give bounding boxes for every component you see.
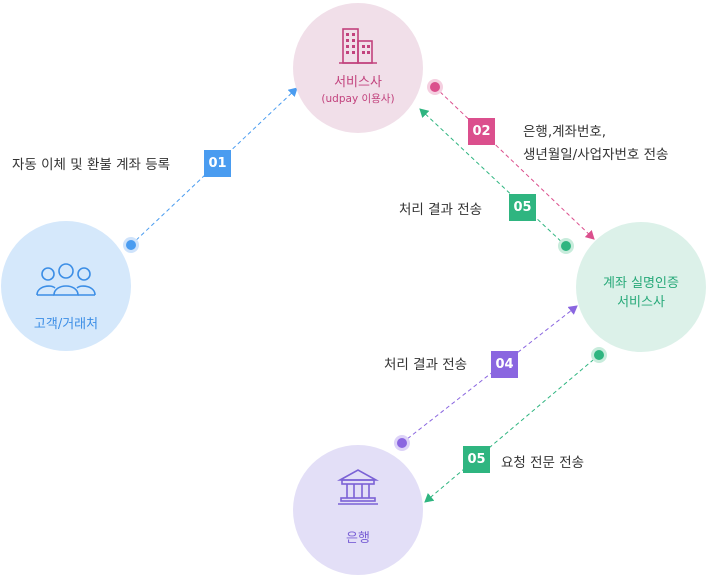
node-service-sublabel: (udpay 이용사) <box>321 93 395 105</box>
step-result-to-service-text: 처리 결과 전송 <box>399 202 483 218</box>
step-badge-05-top: 05 <box>509 194 536 221</box>
arrow-start-dot-service-core <box>430 82 440 92</box>
node-verify-label-line2: 서비스사 <box>617 295 665 310</box>
arrow-service-to-verify <box>434 86 595 240</box>
node-bank-label: 은행 <box>346 531 370 546</box>
step-send-info-text-line1: 은행,계좌번호, <box>523 124 607 140</box>
arrow-start-dot-verify-top-core <box>561 241 571 251</box>
node-service-company: 서비스사 (udpay 이용사) <box>293 3 423 133</box>
arrow-start-dot-bank-core <box>397 438 407 448</box>
building-icon <box>339 28 377 64</box>
users-group-icon <box>36 263 96 296</box>
node-bank: 은행 <box>293 445 423 575</box>
node-verify-label-line1: 계좌 실명인증 <box>603 276 679 291</box>
node-customer: 고객/거래처 <box>1 221 131 351</box>
arrow-start-dot-customer-core <box>126 240 136 250</box>
step-badge-02: 02 <box>468 118 495 145</box>
step-badge-05-bottom: 05 <box>463 446 490 473</box>
step-badge-01: 01 <box>204 150 231 177</box>
arrow-verify-to-bank <box>424 354 600 503</box>
arrow-verify-to-service <box>419 108 567 247</box>
node-service-label: 서비스사 <box>334 75 382 90</box>
bank-icon <box>337 469 379 505</box>
step-result-from-bank-text: 처리 결과 전송 <box>384 357 468 373</box>
node-account-verification: 계좌 실명인증 서비스사 <box>576 222 706 352</box>
arrow-start-dot-verify-bottom-core <box>594 350 604 360</box>
step-register-text: 자동 이체 및 환불 계좌 등록 <box>12 157 171 173</box>
arrow-bank-to-verify <box>401 305 578 444</box>
step-send-info-text-line2: 생년월일/사업자번호 전송 <box>523 147 669 163</box>
node-customer-label: 고객/거래처 <box>33 317 99 332</box>
step-badge-04: 04 <box>491 351 518 378</box>
step-request-to-bank-text: 요청 전문 전송 <box>501 455 585 471</box>
